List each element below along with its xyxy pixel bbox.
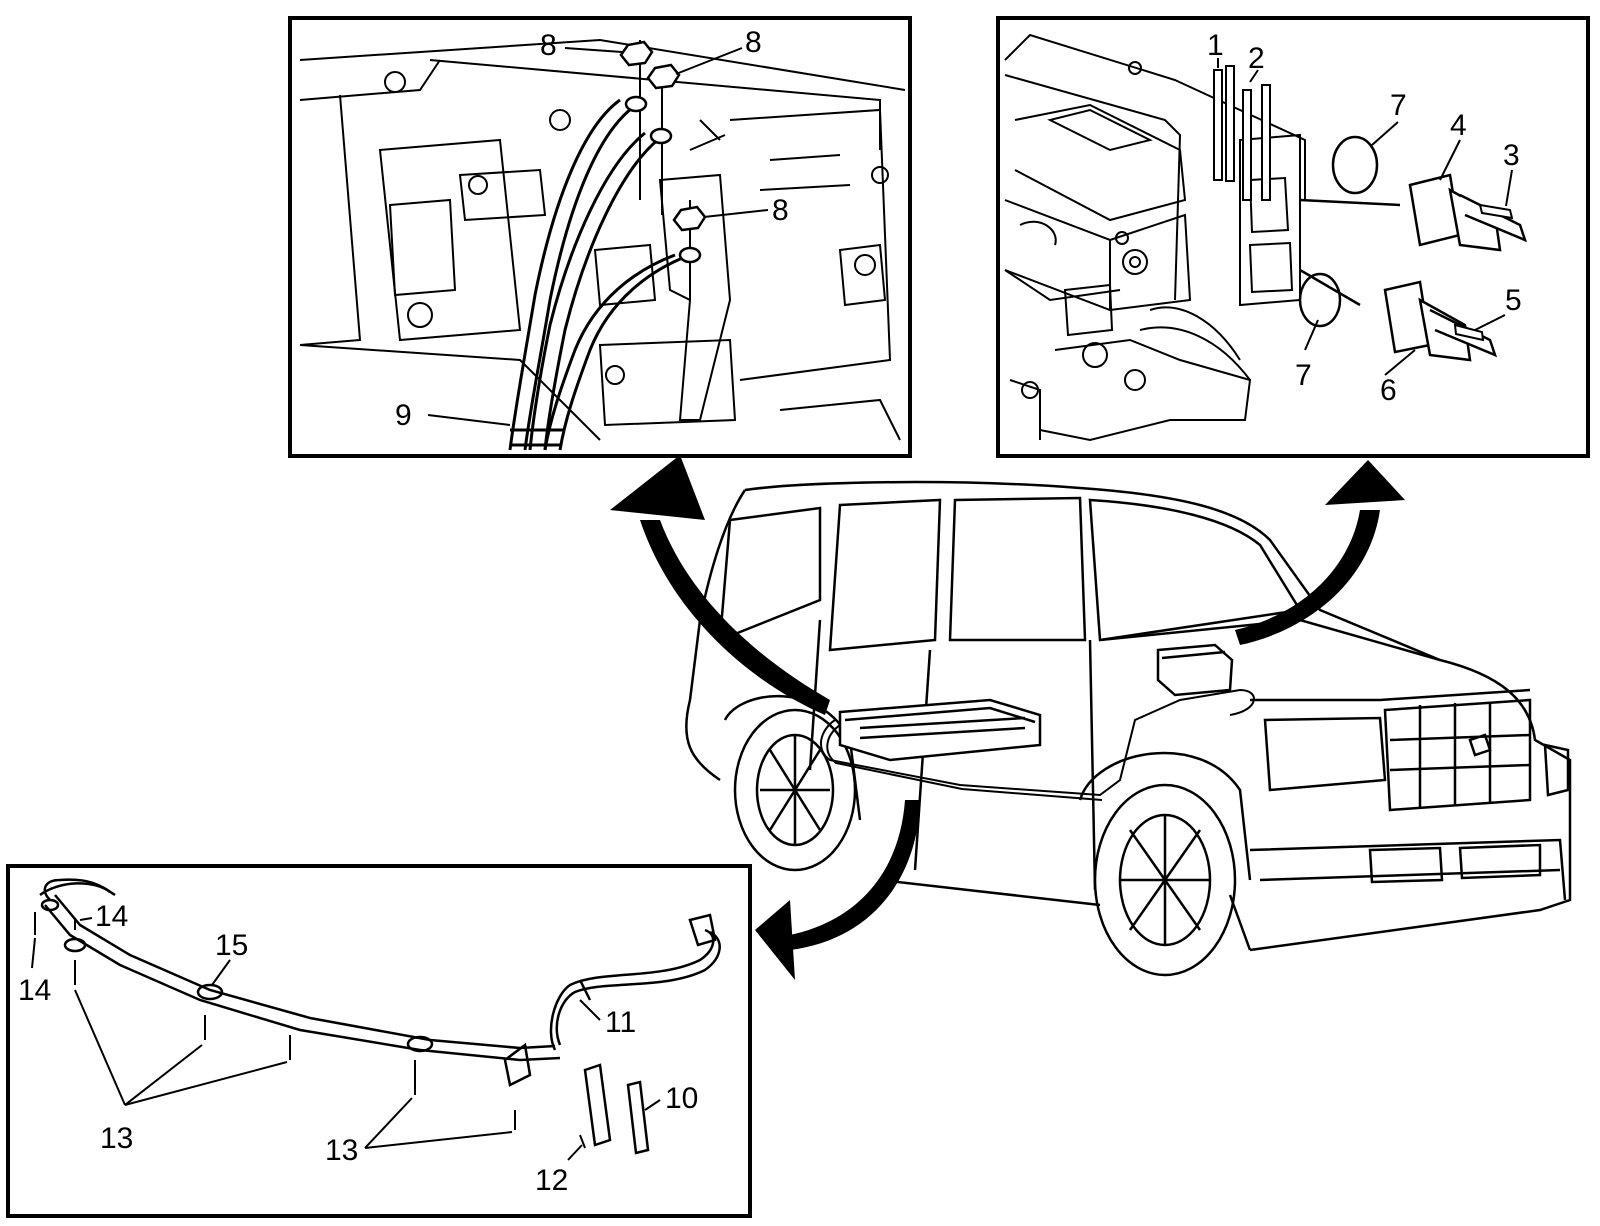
arrow-to-battery-inset (610, 455, 830, 715)
callout-7-upper: 7 (1390, 89, 1407, 122)
callout-8-middle: 8 (772, 194, 789, 227)
callout-10: 10 (665, 1082, 698, 1115)
inset-cable-routing: 13 13 14 14 15 11 12 10 (6, 864, 752, 1218)
callout-1: 1 (1207, 29, 1224, 62)
callout-9: 9 (395, 399, 412, 432)
inset-battery-terminals: 8 8 8 9 (288, 16, 912, 458)
callout-3: 3 (1503, 139, 1520, 172)
callout-13-right: 13 (325, 1134, 358, 1167)
vehicle-outline (685, 480, 1572, 977)
vehicle-harness (820, 688, 1255, 801)
callout-5: 5 (1505, 284, 1522, 317)
arrow-to-inverter-inset (1235, 460, 1405, 645)
callout-8-top-right: 8 (745, 26, 762, 59)
callout-8-top-left: 8 (540, 29, 557, 62)
callout-7-lower: 7 (1295, 359, 1312, 392)
callout-14-lower: 14 (18, 974, 51, 1007)
inset-inverter-connectors: 1 2 3 4 5 6 7 7 (996, 16, 1590, 458)
callout-11: 11 (605, 1006, 636, 1039)
callout-14-upper: 14 (95, 900, 128, 933)
arrow-to-routing-inset (755, 800, 920, 980)
callout-6: 6 (1380, 374, 1397, 407)
vehicle-components (838, 643, 1234, 762)
callout-13-left: 13 (100, 1122, 133, 1155)
callout-12: 12 (535, 1164, 568, 1197)
callout-2: 2 (1248, 42, 1265, 75)
callout-4: 4 (1450, 109, 1467, 142)
callout-15: 15 (215, 929, 248, 962)
